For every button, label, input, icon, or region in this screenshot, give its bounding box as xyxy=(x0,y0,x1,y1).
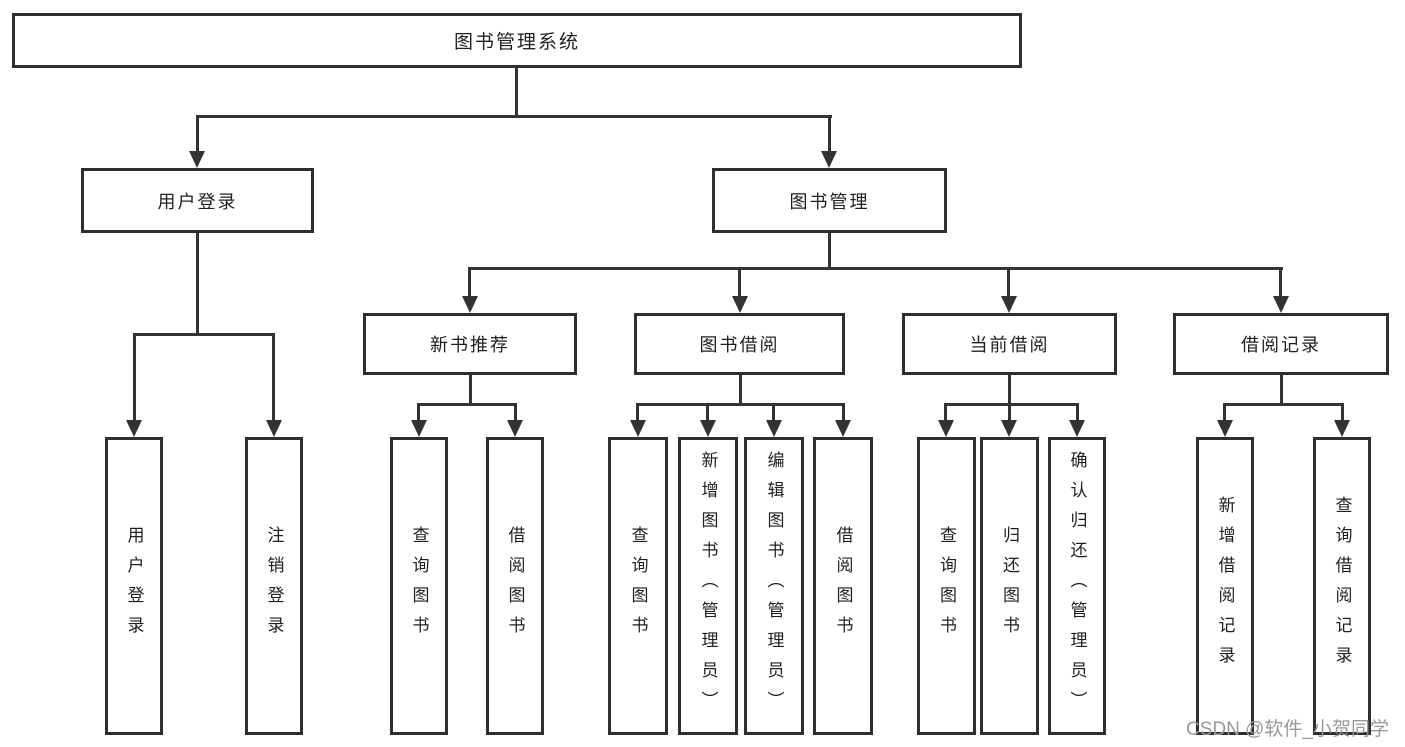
arrowhead-icon xyxy=(462,296,478,313)
leaf-borrow-query-books: 查询图书 xyxy=(608,437,668,735)
connector xyxy=(133,333,275,336)
connector xyxy=(738,267,741,298)
connector xyxy=(468,267,1283,270)
connector xyxy=(828,233,831,270)
arrowhead-icon xyxy=(938,420,954,437)
connector xyxy=(515,68,518,118)
csdn-watermark: CSDN @软件_小贺同学 xyxy=(1186,719,1389,740)
node-root-label: 图书管理系统 xyxy=(453,32,580,53)
node-book-borrow: 图书借阅 xyxy=(634,313,845,375)
arrowhead-icon xyxy=(1001,296,1017,313)
connector xyxy=(772,403,775,421)
leaf-user-login: 用户登录 xyxy=(105,437,163,735)
connector xyxy=(706,403,709,421)
connector xyxy=(272,333,275,421)
arrowhead-icon xyxy=(1334,420,1350,437)
connector xyxy=(1076,403,1079,421)
connector xyxy=(514,403,517,421)
arrowhead-icon xyxy=(411,420,427,437)
connector xyxy=(944,403,947,421)
leaf-current-query-books: 查询图书 xyxy=(917,437,976,735)
leaf-records-query-record: 查询借阅记录 xyxy=(1313,437,1371,735)
leaf-label: 查询图书 xyxy=(628,526,648,646)
connector xyxy=(417,403,517,406)
leaf-records-add-record: 新增借阅记录 xyxy=(1196,437,1254,735)
leaf-label: 新增图书（管理员） xyxy=(698,451,718,721)
leaf-label: 新增借阅记录 xyxy=(1215,496,1235,676)
node-book-management: 图书管理 xyxy=(712,168,947,233)
leaf-logout: 注销登录 xyxy=(245,437,303,735)
connector xyxy=(196,115,199,153)
node-root: 图书管理系统 xyxy=(12,13,1022,68)
connector xyxy=(828,115,831,153)
arrowhead-icon xyxy=(1273,296,1289,313)
node-borrow-records-label: 借阅记录 xyxy=(1241,335,1321,355)
connector xyxy=(1279,267,1282,298)
leaf-recommend-query-books: 查询图书 xyxy=(390,437,448,735)
leaf-label: 查询图书 xyxy=(409,526,429,646)
arrowhead-icon xyxy=(126,420,142,437)
leaf-label: 归还图书 xyxy=(1000,526,1019,646)
connector xyxy=(1280,375,1283,406)
node-current-borrow-label: 当前借阅 xyxy=(969,335,1050,355)
leaf-borrow-borrow-books: 借阅图书 xyxy=(813,437,873,735)
leaf-current-confirm-return-admin: 确认归还（管理员） xyxy=(1048,437,1106,735)
connector xyxy=(468,267,471,298)
connector xyxy=(469,375,472,406)
node-book-borrow-label: 图书借阅 xyxy=(699,335,780,355)
connector xyxy=(636,403,639,421)
node-book-management-label: 图书管理 xyxy=(789,191,870,212)
arrowhead-icon xyxy=(189,151,205,168)
arrowhead-icon xyxy=(1217,420,1233,437)
arrowhead-icon xyxy=(1001,420,1017,437)
leaf-user-login-label: 用户登录 xyxy=(124,526,144,646)
arrowhead-icon xyxy=(700,420,716,437)
connector xyxy=(1223,403,1344,406)
node-new-book-recommend-label: 新书推荐 xyxy=(430,335,510,355)
connector xyxy=(417,403,420,421)
connector xyxy=(133,333,136,421)
connector xyxy=(739,375,742,406)
connector xyxy=(1008,403,1011,421)
connector xyxy=(944,403,1079,406)
node-new-book-recommend: 新书推荐 xyxy=(363,313,577,375)
connector xyxy=(1223,403,1226,421)
connector xyxy=(1007,267,1010,298)
leaf-label: 编辑图书（管理员） xyxy=(764,451,784,721)
connector xyxy=(842,403,845,421)
connector xyxy=(1008,375,1011,406)
node-current-borrow: 当前借阅 xyxy=(902,313,1117,375)
arrowhead-icon xyxy=(266,420,282,437)
arrowhead-icon xyxy=(766,420,782,437)
node-user-login-label: 用户登录 xyxy=(157,191,238,212)
leaf-borrow-add-books-admin: 新增图书（管理员） xyxy=(678,437,738,735)
leaf-current-return-books: 归还图书 xyxy=(980,437,1039,735)
connector xyxy=(196,233,199,335)
leaf-label: 查询图书 xyxy=(937,526,956,646)
connector xyxy=(636,403,845,406)
arrowhead-icon xyxy=(630,420,646,437)
leaf-borrow-edit-books-admin: 编辑图书（管理员） xyxy=(744,437,804,735)
arrowhead-icon xyxy=(732,296,748,313)
arrowhead-icon xyxy=(1069,420,1085,437)
node-borrow-records: 借阅记录 xyxy=(1173,313,1389,375)
leaf-label: 借阅图书 xyxy=(505,526,525,646)
node-user-login: 用户登录 xyxy=(81,168,314,233)
connector xyxy=(196,115,832,118)
connector xyxy=(1341,403,1344,421)
arrowhead-icon xyxy=(835,420,851,437)
arrowhead-icon xyxy=(507,420,523,437)
leaf-label: 确认归还（管理员） xyxy=(1067,451,1087,721)
leaf-logout-label: 注销登录 xyxy=(264,526,284,646)
arrowhead-icon xyxy=(821,151,837,168)
leaf-recommend-borrow-books: 借阅图书 xyxy=(486,437,544,735)
leaf-label: 借阅图书 xyxy=(833,526,853,646)
leaf-label: 查询借阅记录 xyxy=(1332,496,1352,676)
